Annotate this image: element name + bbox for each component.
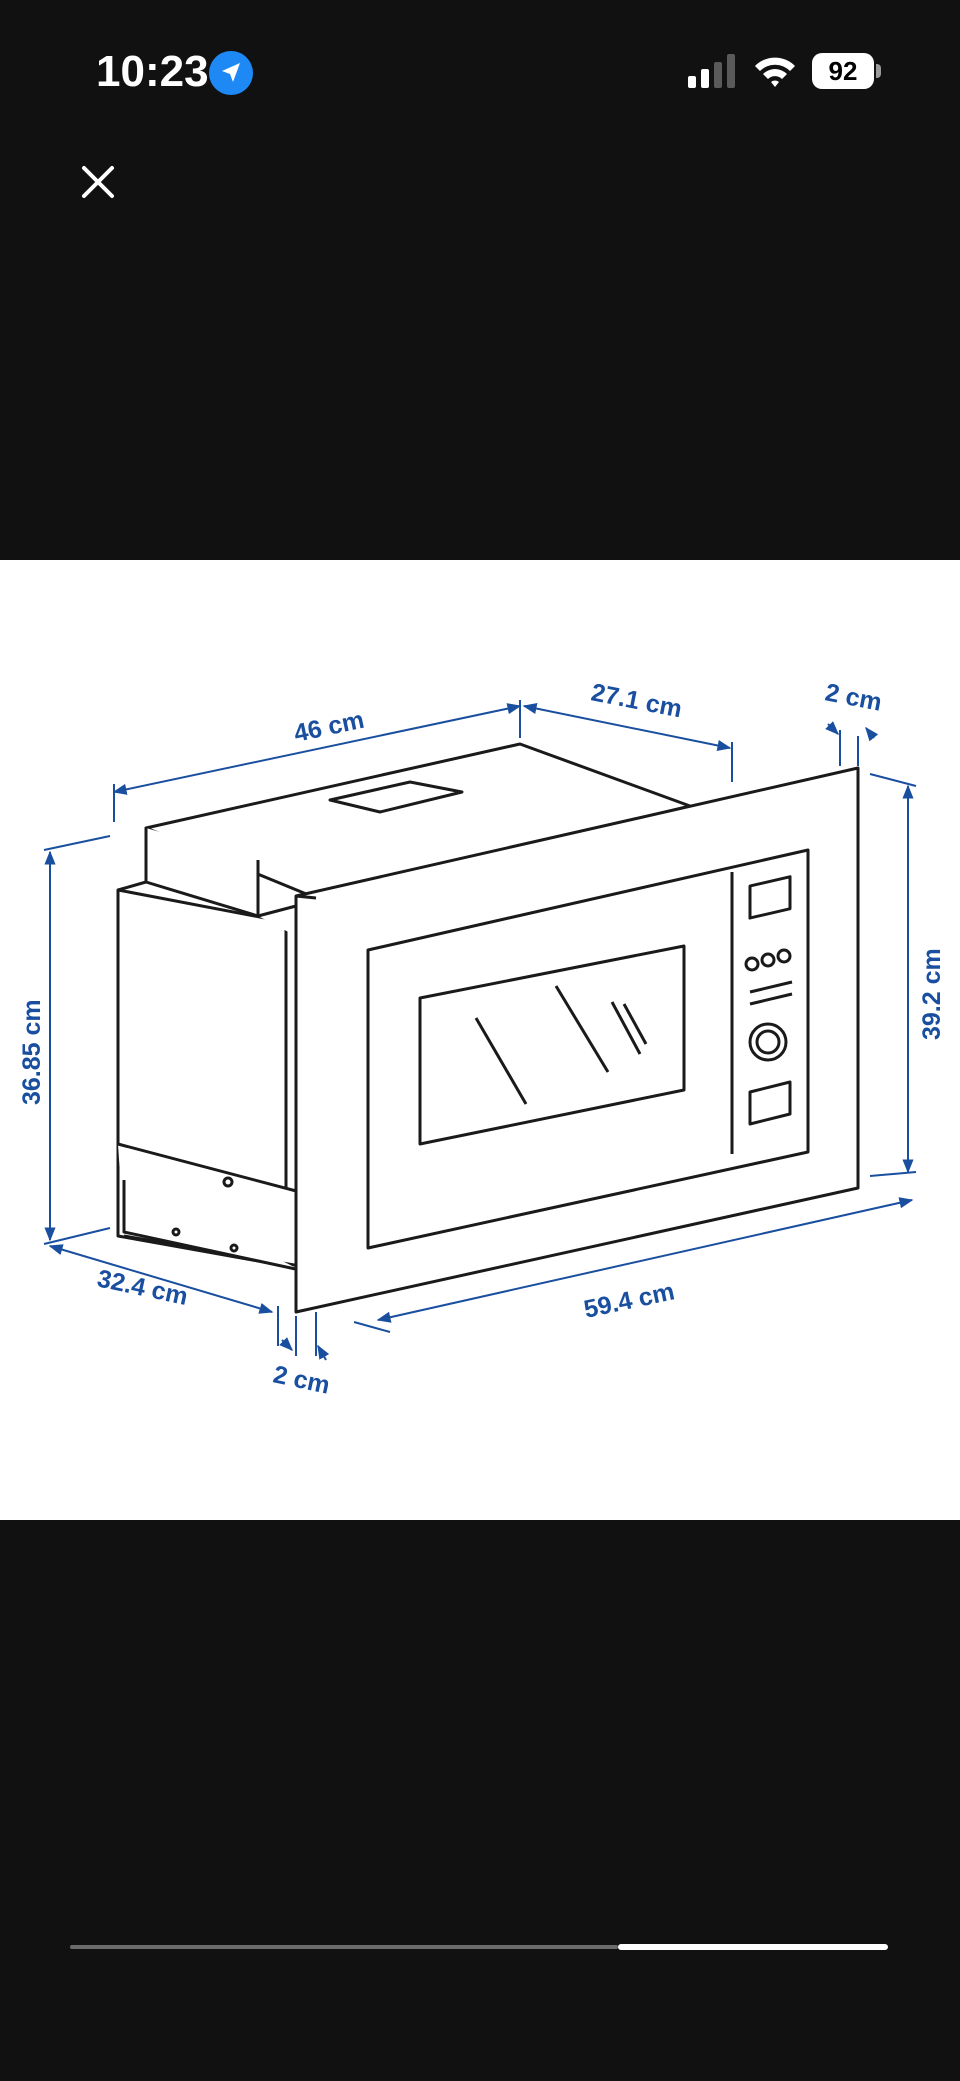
battery-level: 92	[812, 53, 874, 89]
microwave-body	[116, 742, 860, 1314]
location-arrow-icon	[209, 51, 253, 95]
microwave-dimension-diagram: 46 cm 27.1 cm 2 cm 36.85 cm 39.2 cm 32.4…	[18, 678, 946, 1399]
status-bar: 10:23 92	[0, 0, 960, 140]
dimension-label-depth-bottom: 32.4 cm	[95, 1264, 191, 1310]
battery-cap	[876, 64, 881, 78]
indicator-thumb[interactable]	[618, 1944, 888, 1950]
dimension-label-height-frame: 39.2 cm	[918, 948, 946, 1040]
cellular-signal-icon	[688, 54, 735, 88]
indicator-track	[70, 1945, 618, 1949]
dimension-label-frame-depth-bottom: 2 cm	[271, 1360, 333, 1399]
battery-icon: 92	[812, 53, 882, 89]
close-icon	[82, 166, 114, 198]
image-progress-indicator[interactable]	[70, 1944, 888, 1950]
dimension-label-width-frame: 59.4 cm	[581, 1277, 677, 1323]
close-button[interactable]	[76, 160, 120, 204]
dimension-label-height-body: 36.85 cm	[18, 999, 46, 1105]
dimension-label-frame-depth-top: 2 cm	[823, 678, 884, 716]
product-dimension-image[interactable]: 46 cm 27.1 cm 2 cm 36.85 cm 39.2 cm 32.4…	[0, 560, 960, 1520]
wifi-icon	[755, 57, 795, 87]
dimension-label-inner-depth: 27.1 cm	[589, 678, 684, 723]
status-time: 10:23	[96, 47, 209, 96]
dimension-lines	[43, 700, 917, 1361]
